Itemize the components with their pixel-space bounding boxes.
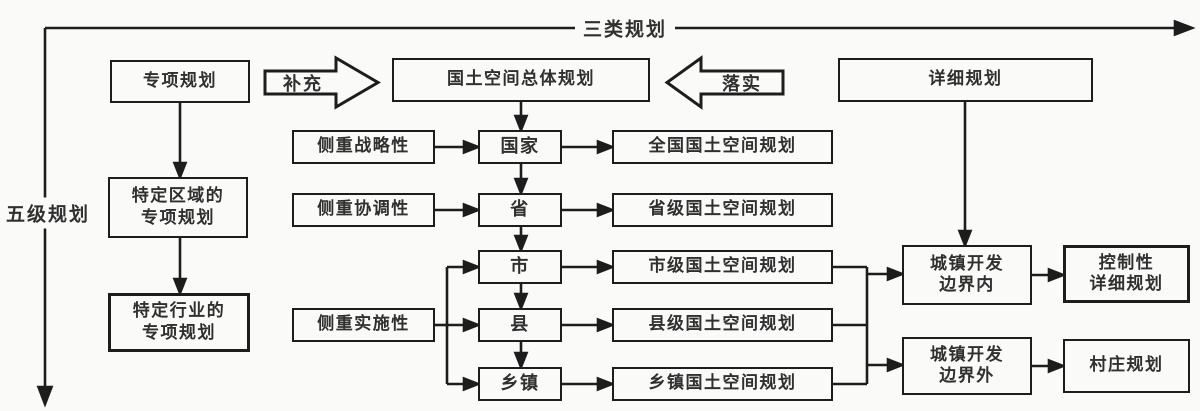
box-regional-special-planning: 特定区域的 专项规划 — [108, 177, 248, 238]
block-arrow-supplement — [263, 55, 381, 110]
connector-strategic-to-national — [435, 139, 482, 155]
box-plan-national: 全国国土空间规划 — [612, 130, 833, 164]
box-focus-coordination: 侧重协调性 — [292, 193, 435, 227]
box-village-planning: 村庄规划 — [1063, 339, 1190, 393]
connector-county-to-township — [513, 342, 529, 371]
connector-national-to-plan — [562, 139, 616, 155]
box-special-planning: 专项规划 — [110, 60, 250, 103]
connector-township-to-plan — [562, 376, 616, 392]
connector-city-to-county — [513, 284, 529, 312]
connector-inside-to-regulatory — [1032, 267, 1067, 283]
connector-province-to-city — [513, 227, 529, 254]
block-arrow-implement — [664, 55, 785, 110]
box-detailed-planning: 详细规划 — [838, 58, 1093, 102]
connector-province-to-plan — [562, 202, 616, 218]
box-outside-boundary: 城镇开发 边界外 — [902, 337, 1032, 395]
box-level-county: 县 — [478, 308, 562, 342]
box-plan-city: 市级国土空间规划 — [612, 250, 833, 284]
box-focus-strategic: 侧重战略性 — [292, 130, 435, 164]
box-level-national: 国家 — [478, 130, 562, 164]
box-focus-implementation: 侧重实施性 — [292, 308, 435, 342]
connector-national-to-province — [513, 164, 529, 197]
box-plan-county: 县级国土空间规划 — [612, 308, 833, 342]
three-types-label: 三类规划 — [574, 13, 676, 43]
implement-label: 落实 — [722, 74, 762, 95]
connector-master-to-national — [513, 102, 529, 134]
connector-special-to-regional — [172, 103, 188, 181]
five-levels-label: 五级规划 — [3, 197, 93, 229]
box-level-city: 市 — [478, 250, 562, 284]
right-arrow-icon — [1173, 19, 1196, 37]
box-plan-township: 乡镇国土空间规划 — [612, 367, 833, 401]
connector-plans-to-boundary-bracket — [833, 265, 906, 386]
connector-city-to-plan — [562, 259, 616, 275]
connector-regional-to-industry — [172, 238, 188, 297]
box-level-province: 省 — [478, 193, 562, 227]
box-master-planning: 国土空间总体规划 — [392, 58, 650, 102]
box-regulatory-detailed-planning: 控制性 详细规划 — [1063, 245, 1190, 303]
connector-outside-to-village — [1032, 358, 1067, 374]
box-inside-boundary: 城镇开发 边界内 — [902, 245, 1032, 305]
supplement-label: 补充 — [283, 74, 323, 95]
connector-implementation-bracket — [435, 259, 482, 392]
box-level-township: 乡镇 — [478, 367, 562, 401]
down-arrow-icon — [36, 385, 54, 408]
connector-coordination-to-province — [435, 202, 482, 218]
connector-county-to-plan — [562, 317, 616, 333]
connector-detailed-to-inside — [957, 102, 973, 249]
box-industry-special-planning: 特定行业的 专项规划 — [108, 293, 250, 352]
box-plan-provincial: 省级国土空间规划 — [612, 193, 833, 227]
